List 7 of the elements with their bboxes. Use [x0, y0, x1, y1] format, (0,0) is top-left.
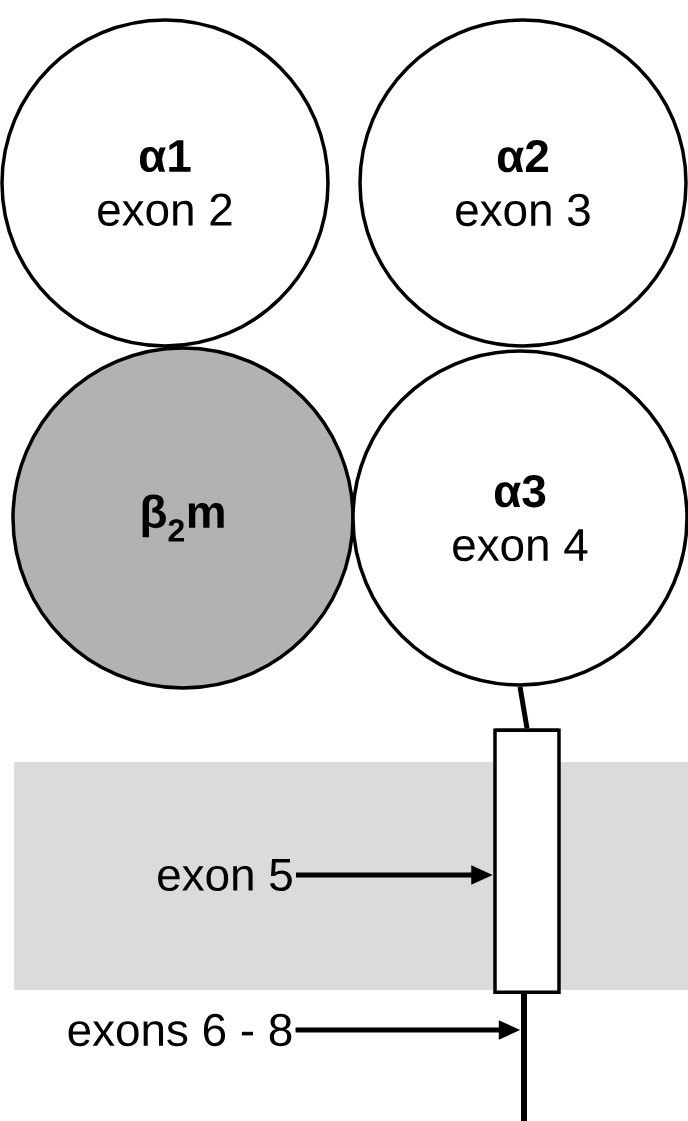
exon-label: exon 5	[158, 859, 292, 891]
transmembrane-cylinder	[493, 728, 561, 994]
cytoplasmic-tail	[521, 991, 527, 1121]
exon-label: exons 6 - 8	[68, 1013, 292, 1047]
stalk-line	[517, 686, 530, 729]
node-label: exon 4	[453, 529, 588, 562]
node-label: α3	[494, 474, 546, 508]
